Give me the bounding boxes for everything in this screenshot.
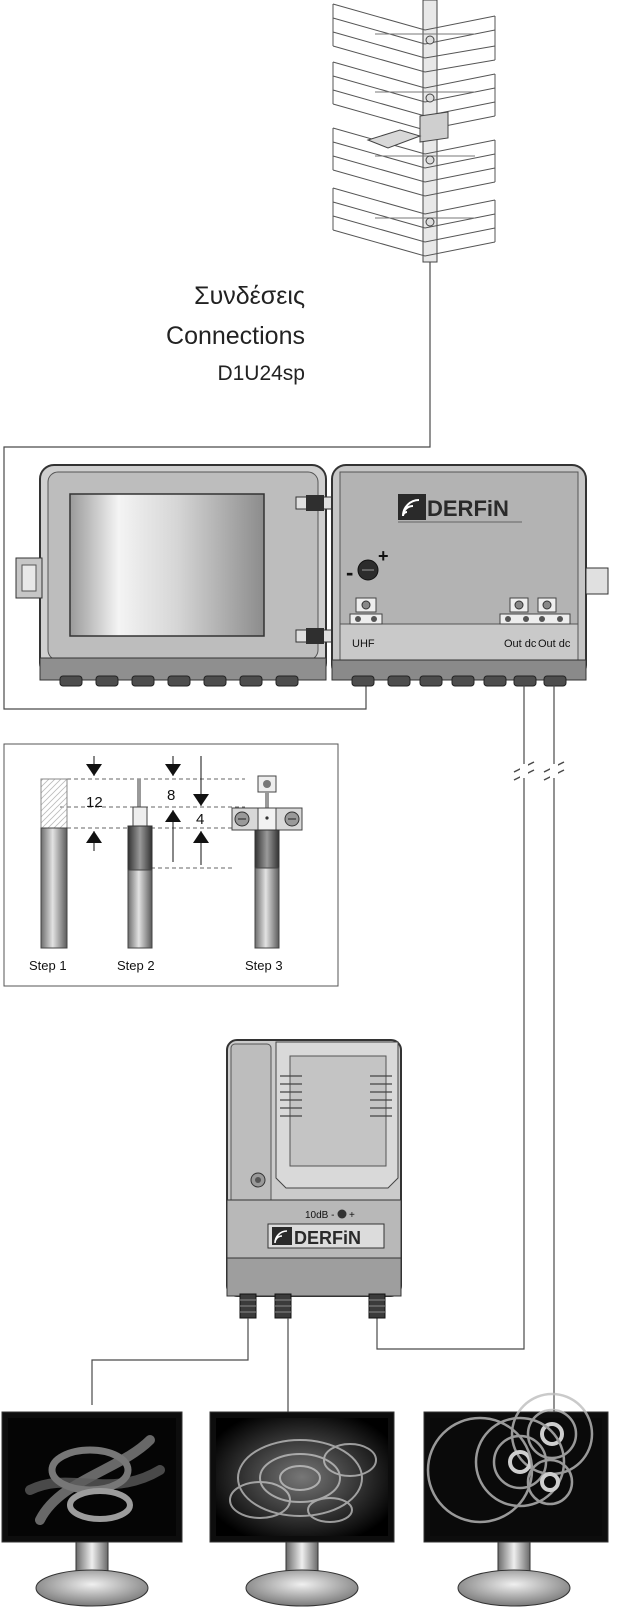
hinge xyxy=(295,495,333,644)
terminal-block xyxy=(349,597,383,625)
splitter-brand: DERFiN xyxy=(294,1228,361,1248)
title-english: Connections xyxy=(166,322,305,350)
antenna-cable xyxy=(3,262,431,710)
derfin-logo-icon xyxy=(398,494,522,523)
gain-plus-label: + xyxy=(378,546,389,566)
dimension-12mm: 12 xyxy=(86,794,103,811)
uhf-antenna xyxy=(332,0,496,263)
output-label-2: Out dc xyxy=(538,638,571,650)
output-label-1: Out dc xyxy=(504,638,537,650)
step-1-label: Step 1 xyxy=(29,958,67,973)
dimension-8mm: 8 xyxy=(167,787,175,804)
terminal-block xyxy=(499,597,571,625)
uhf-input-label: UHF xyxy=(352,638,375,650)
tv-right xyxy=(423,1392,609,1607)
splitter-gain-label: 10dB - xyxy=(305,1210,334,1221)
tv-left xyxy=(1,1411,183,1607)
amplifier-brand: DERFiN xyxy=(427,496,509,521)
f-connector xyxy=(239,1293,386,1319)
model-label: D1U24sp xyxy=(217,362,305,385)
amplifier-box xyxy=(331,464,609,687)
mounting-box xyxy=(15,464,327,687)
splitter-amplifier xyxy=(226,1039,402,1319)
tv-cables xyxy=(91,1318,289,1412)
splitter-gain-knob[interactable] xyxy=(337,1209,347,1219)
step-2-label: Step 2 xyxy=(117,958,155,973)
cable-prep-panel xyxy=(3,743,339,987)
title-greek: Συνδέσεις xyxy=(194,282,305,310)
splitter-gain-plus: + xyxy=(349,1210,355,1221)
tv-middle xyxy=(209,1411,395,1607)
step-3-label: Step 3 xyxy=(245,958,283,973)
gain-minus-label: - xyxy=(346,560,353,585)
dimension-4mm: 4 xyxy=(196,811,204,828)
output-cables xyxy=(376,684,565,1410)
